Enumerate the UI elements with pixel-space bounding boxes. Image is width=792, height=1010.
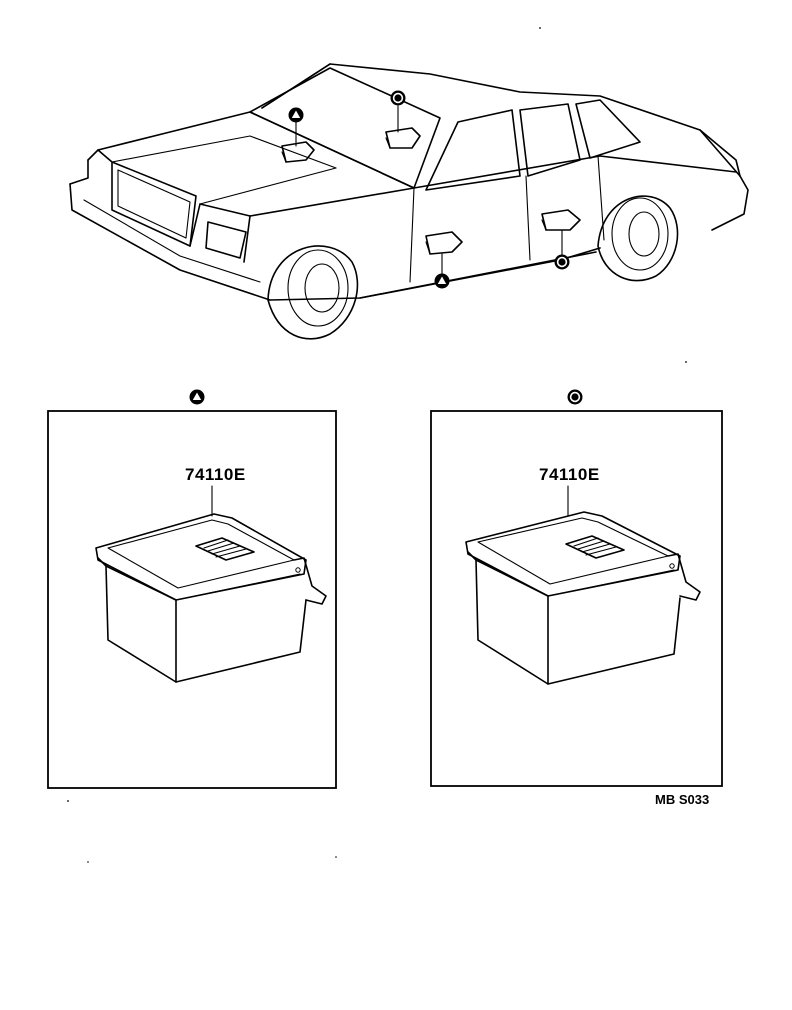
part-number-label: 74110E: [539, 465, 600, 484]
courtesy-lamp-housing: [95, 513, 327, 683]
triangle-marker-icon: [189, 389, 205, 405]
dot-marker-icon: [567, 389, 583, 405]
courtesy-lamp-housing: [465, 511, 701, 685]
panel-triangle: 74110E: [47, 389, 337, 789]
locator-part-dash: [281, 141, 315, 163]
triangle-marker-icon: [434, 273, 450, 289]
locator-part-rear-door: [541, 209, 581, 231]
locator-part-front-door: [425, 231, 463, 255]
triangle-marker-icon: [288, 107, 304, 123]
car-illustration: [69, 63, 749, 340]
locator-part-roof: [385, 127, 421, 149]
page-code: MB S033: [655, 792, 709, 807]
dot-marker-icon: [554, 254, 570, 270]
dot-marker-icon: [390, 90, 406, 106]
panel-dot: 74110E: [430, 389, 723, 787]
part-number-label: 74110E: [185, 465, 246, 484]
panel-frame: [430, 410, 723, 787]
panel-frame: [47, 410, 337, 789]
